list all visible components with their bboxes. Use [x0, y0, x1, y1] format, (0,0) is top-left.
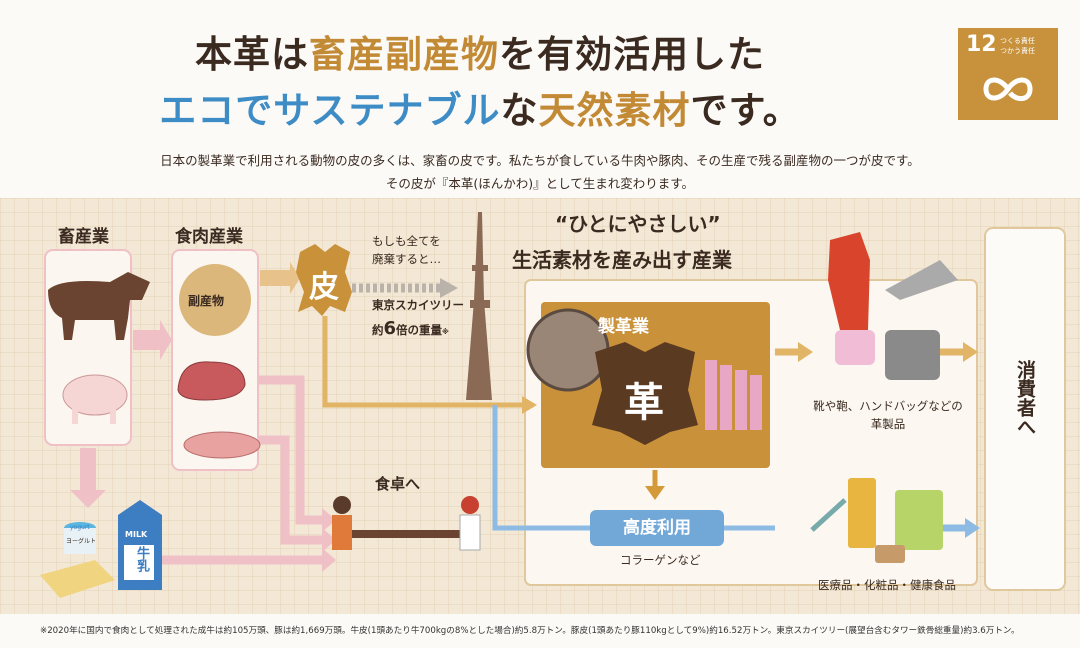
yogurt-jp-label: ヨーグルト: [66, 538, 97, 545]
arrow-right-icon: [260, 262, 300, 294]
title-segment: エコで: [159, 89, 274, 132]
title-segment: 畜産副産物: [309, 33, 499, 76]
yogurt-label: yogurt: [70, 524, 90, 531]
dining-table-icon: [345, 530, 465, 538]
waste-note: もしも全てを廃棄すると…: [372, 233, 441, 269]
subtitle-line2: その皮が『本革(ほんかわ)』として生まれ変わります。: [385, 176, 695, 191]
label-tannery: 製革業: [598, 317, 649, 337]
label-leather-goods: 靴や鞄、ハンドバッグなどの革製品: [808, 398, 968, 434]
arrowhead-icon: [798, 342, 813, 362]
sdg-text1: つくる責任: [1000, 37, 1035, 45]
sdg-number: 12: [966, 32, 997, 57]
handbag-icon: [835, 330, 875, 365]
footnote-mark: ※: [442, 327, 449, 336]
skytree-note-prefix: 約: [372, 322, 384, 337]
arrow-connector: [258, 375, 325, 525]
label-collagen: コラーゲンなど: [620, 553, 701, 567]
label-dining-table: 食卓へ: [375, 475, 421, 493]
milk-label: MILK: [125, 530, 148, 539]
advanced-use-badge: 高度利用: [590, 510, 724, 546]
arrowhead-icon: [522, 396, 537, 414]
subtitle-line1: 日本の製革業で利用される動物の皮の多くは、家畜の皮です。私たちが食している牛肉や…: [160, 153, 920, 168]
skytree-note-1: 東京スカイツリー: [372, 298, 464, 312]
pig-icon: [62, 374, 128, 424]
diner-icon: [459, 496, 481, 551]
title-segment: サステナブル: [273, 89, 501, 132]
waste-note-1: もしも全てを: [372, 234, 441, 248]
arrowhead-icon: [322, 508, 336, 572]
title-line2: エコでサステナブルな天然素材です。: [0, 80, 960, 134]
milk-carton-icon: [118, 500, 162, 590]
meat-icon: [177, 361, 246, 401]
goods-line1: 靴や鞄、ハンドバッグなどの: [813, 399, 963, 413]
arrowhead-icon: [963, 342, 978, 362]
footnote: ※2020年に国内で食肉として処理された成牛は約105万頭、豚は約1,669万頭…: [40, 626, 1020, 636]
arrowhead-icon: [440, 278, 458, 298]
infinity-icon: [983, 77, 1033, 101]
skytree-icon: [466, 212, 492, 400]
shoes-icon: [885, 260, 958, 300]
label-byproduct: 副産物: [188, 294, 225, 308]
title-segment: を有効活用した: [499, 33, 765, 76]
industry-heading-1: “ひとにやさしい”: [555, 212, 721, 236]
milk-jp-label: 牛乳: [134, 546, 149, 572]
label-consumer: 消費者へ: [1014, 360, 1036, 436]
title-segment: 天然素材: [538, 89, 691, 132]
arrowhead-icon: [645, 486, 665, 500]
jacket-icon: [828, 232, 870, 330]
label-livestock: 畜産業: [58, 227, 109, 247]
yogurt-icon: [64, 522, 96, 554]
title-segment: です。: [690, 89, 801, 132]
byproduct-circle: [179, 264, 251, 336]
industry-heading-2: 生活素材を産み出す産業: [512, 248, 732, 272]
arrow-right-icon: [133, 320, 172, 360]
waste-note-2: 廃棄すると…: [372, 251, 441, 266]
skytree-note: 東京スカイツリー約6倍の重量※: [372, 297, 464, 343]
bag-icon: [885, 330, 940, 380]
supplement-box-icon: [895, 490, 943, 550]
arrow-connector: [258, 435, 325, 545]
hanging-hides-icon: [705, 360, 762, 430]
label-leather: 革: [624, 380, 664, 426]
label-meat-industry: 食肉産業: [175, 227, 243, 247]
tannery-drum-icon: [526, 308, 610, 392]
label-medical: 医療品・化粧品・健康食品: [818, 578, 956, 592]
title-segment: 本革は: [195, 33, 309, 76]
leather-icon: [592, 342, 698, 445]
skytree-note-suffix: 倍の重量: [396, 322, 443, 337]
arrow-connector: [492, 405, 590, 531]
label-hide: 皮: [309, 270, 339, 305]
meat-slice-icon: [183, 431, 261, 459]
title-segment: な: [500, 89, 539, 132]
cow-icon: [48, 272, 150, 340]
arrow-down-icon: [70, 448, 106, 508]
title-line1: 本革は畜産副産物を有効活用した: [0, 24, 960, 78]
sdg-badge: 12 つくる責任 つかう責任: [958, 28, 1058, 120]
arrowhead-icon: [965, 518, 980, 538]
skytree-multiplier: 6: [383, 317, 397, 339]
goods-line2: 革製品: [870, 416, 906, 431]
sdg-text2: つかう責任: [1000, 47, 1035, 55]
butter-icon: [40, 560, 115, 598]
cream-jar-icon: [875, 545, 905, 563]
hide-icon: [296, 244, 352, 316]
arrow-connector: [322, 316, 525, 408]
skytree-note-2: 約6倍の重量※: [372, 315, 464, 343]
consumer-box: [984, 227, 1066, 591]
diner-icon: [332, 496, 352, 550]
cosmetic-tube-icon: [848, 478, 876, 548]
syringe-icon: [810, 498, 847, 532]
